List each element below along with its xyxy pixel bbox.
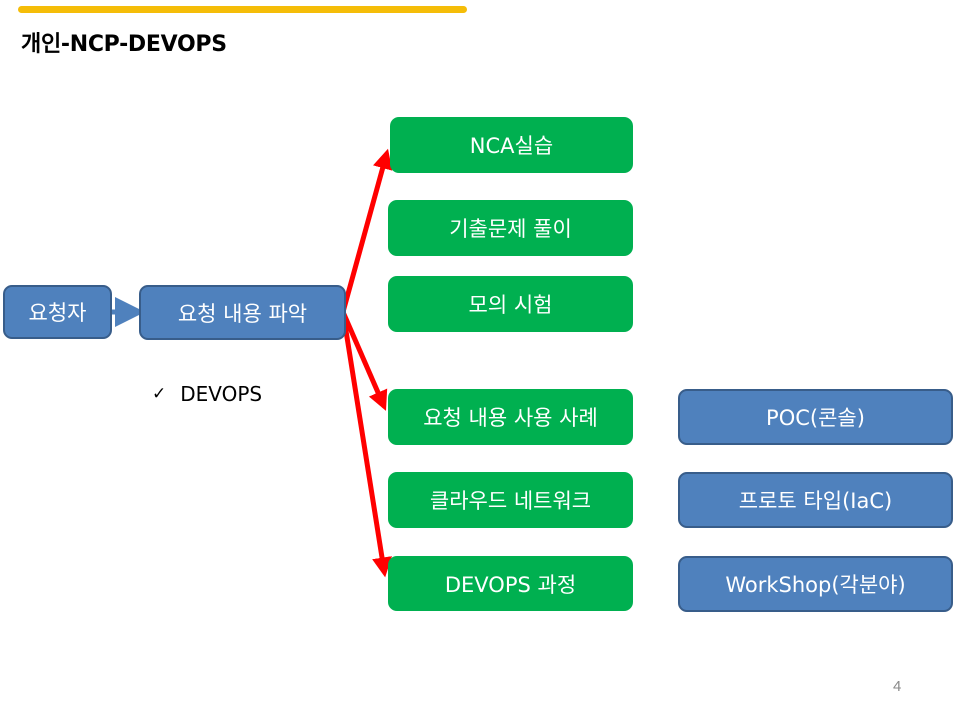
green-box-nca-practice[interactable]: NCA실습 bbox=[390, 117, 633, 173]
arrow-to-nca-practice bbox=[340, 148, 393, 313]
green-box-cloud-network[interactable]: 클라우드 네트워크 bbox=[388, 472, 633, 528]
blue-box-label: POC(콘솔) bbox=[766, 406, 865, 430]
title-accent-bar bbox=[18, 6, 467, 13]
blue-box-poc[interactable]: POC(콘솔) bbox=[678, 389, 953, 445]
checklist-item: ✓ DEVOPS bbox=[152, 382, 262, 406]
requester-label: 요청자 bbox=[28, 301, 87, 325]
checklist-label: DEVOPS bbox=[180, 382, 263, 406]
blue-box-label: 프로토 타입(IaC) bbox=[738, 489, 893, 513]
green-box-use-cases[interactable]: 요청 내용 사용 사례 bbox=[388, 389, 633, 445]
green-box-label: NCA실습 bbox=[469, 134, 554, 158]
check-icon: ✓ bbox=[152, 384, 167, 404]
green-box-mock-exam[interactable]: 모의 시험 bbox=[388, 276, 633, 332]
green-box-label: 클라우드 네트워크 bbox=[429, 489, 592, 513]
green-box-past-exams[interactable]: 기출문제 풀이 bbox=[388, 200, 633, 256]
request-analysis-label: 요청 내용 파악 bbox=[177, 301, 308, 326]
green-box-label: DEVOPS 과정 bbox=[444, 572, 577, 597]
arrow-to-use-cases bbox=[340, 311, 388, 411]
blue-box-workshop[interactable]: WorkShop(각분야) bbox=[678, 556, 953, 612]
blue-box-prototype[interactable]: 프로토 타입(IaC) bbox=[678, 472, 953, 528]
request-analysis-box[interactable]: 요청 내용 파악 bbox=[139, 285, 346, 340]
requester-box[interactable]: 요청자 bbox=[3, 285, 112, 339]
arrow-to-devops-course bbox=[340, 311, 392, 578]
slide-title: 개인-NCP-DEVOPS bbox=[21, 32, 227, 57]
blue-box-label: WorkShop(각분야) bbox=[725, 573, 906, 597]
green-box-label: 모의 시험 bbox=[468, 293, 553, 317]
green-box-label: 기출문제 풀이 bbox=[449, 217, 572, 241]
green-box-devops-course[interactable]: DEVOPS 과정 bbox=[388, 556, 633, 611]
green-box-label: 요청 내용 사용 사례 bbox=[423, 406, 598, 430]
page-number: 4 bbox=[893, 678, 902, 695]
